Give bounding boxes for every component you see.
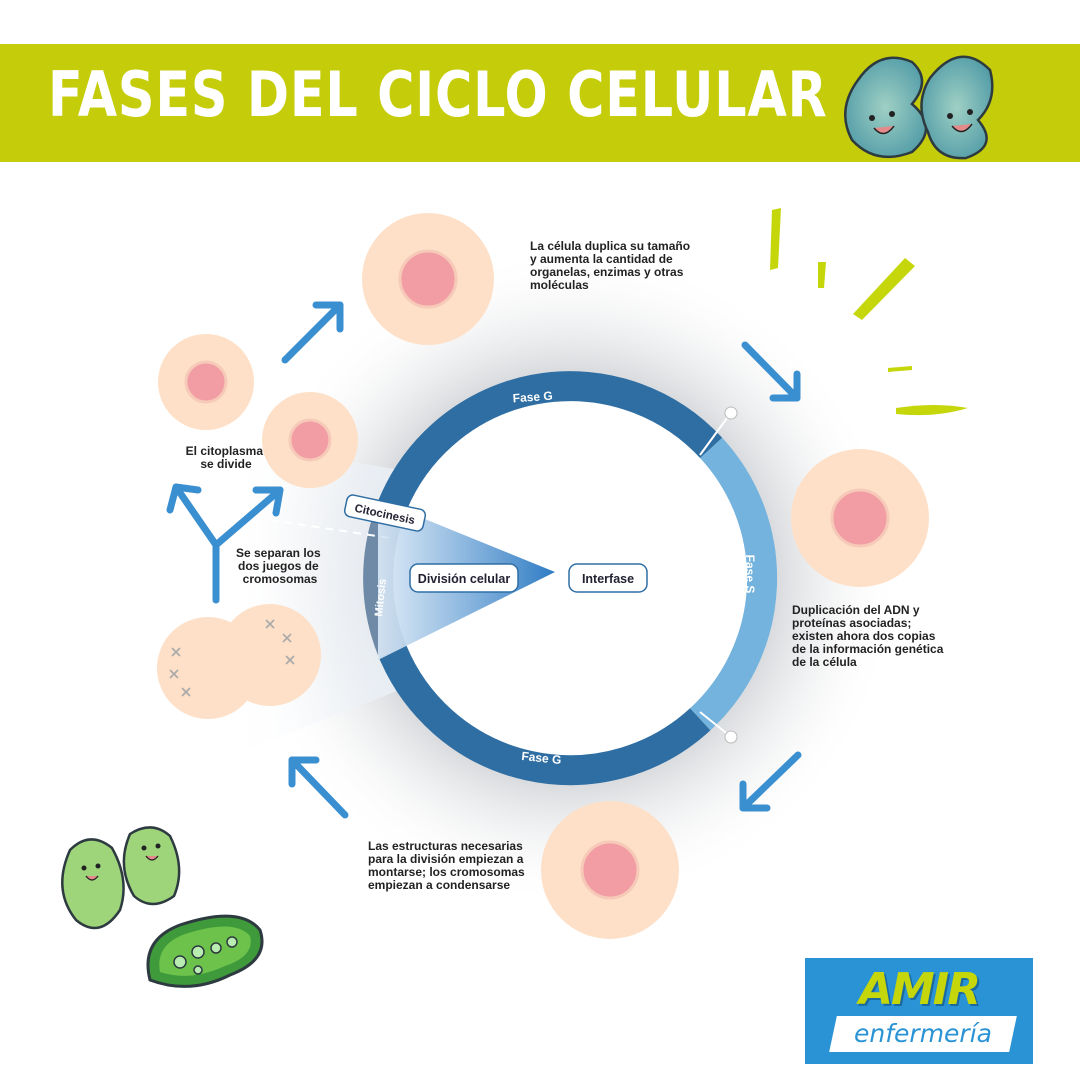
arrow-icon-top-left <box>281 301 344 364</box>
arrow-icon-bottom-left <box>288 756 349 819</box>
annotation-chromosomes: Se separan los dos juegos de cromosomas <box>236 546 324 586</box>
divider-line <box>699 711 731 737</box>
annotation-growth: La célula duplica su tamaño y aumenta la… <box>530 239 693 292</box>
label-fase-g-bottom: Fase G <box>521 749 562 767</box>
annotation-cytoplasm: El citoplasma se divide <box>186 444 267 471</box>
bacteria-icon <box>146 914 264 988</box>
ring-segment-fase-g-top <box>377 371 723 515</box>
label-fase-s: Fase S <box>743 555 757 594</box>
interfase-tag: Interfase <box>568 563 648 593</box>
citocinesis-tag: Citocinesis <box>343 494 427 532</box>
label-mitosis: Mitosis <box>373 578 389 617</box>
amoeba-icon-bottom <box>61 826 181 930</box>
divider-line <box>699 413 731 456</box>
cell-daughter-left <box>158 334 254 430</box>
arrow-icon-split <box>166 483 284 604</box>
label-fase-g-top: Fase G <box>512 389 553 406</box>
ring-segment-fase-g-bottom <box>378 645 711 786</box>
cell-top <box>362 213 494 345</box>
division-celular-tag: División celular <box>409 563 519 593</box>
annotation-structures: Las estructuras necesarias para la divis… <box>368 839 528 892</box>
citocinesis-dashed-line <box>269 519 391 539</box>
annotation-dna: Duplicación del ADN y proteínas asociada… <box>792 603 947 669</box>
divider-dot <box>724 406 738 420</box>
arrow-icon-top-right <box>741 341 801 402</box>
page-title: FASES DEL CICLO CELULAR <box>48 58 828 131</box>
logo-sub-box: enfermería <box>829 1016 1017 1052</box>
logo-brand: AMIR <box>858 964 981 1015</box>
logo-sub: enfermería <box>854 1019 992 1048</box>
cell-right <box>791 449 929 587</box>
decorative-strokes <box>770 208 968 416</box>
arrow-icon-bottom-right <box>739 751 802 812</box>
divider-dot <box>724 730 738 744</box>
chromosomes <box>169 619 295 697</box>
label-division-celular: División celular <box>418 572 511 586</box>
cell-dividing <box>157 604 321 719</box>
amir-enfermeria-logo: AMIR enfermería <box>805 958 1033 1064</box>
label-interfase: Interfase <box>582 572 634 586</box>
cell-bottom <box>541 801 679 939</box>
amoeba-icon-banner <box>844 55 994 160</box>
cell-daughter-right <box>262 392 358 488</box>
ring-segment-fase-s <box>689 437 778 731</box>
